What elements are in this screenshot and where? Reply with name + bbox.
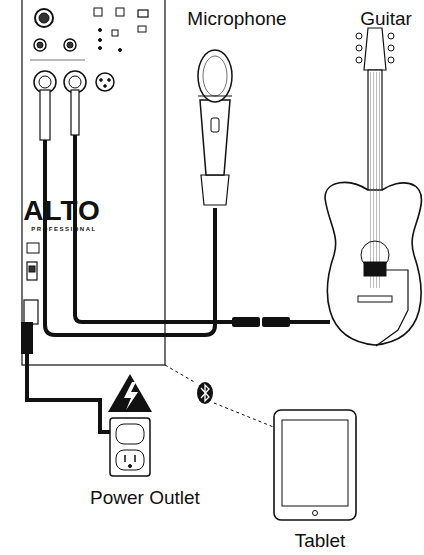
- device-label: Power Outlet: [90, 488, 200, 507]
- device-label: Guitar: [360, 9, 412, 28]
- tablet: [274, 410, 356, 520]
- device-label: Microphone: [187, 9, 286, 28]
- guitar: [318, 28, 421, 346]
- warning-symbol: [108, 374, 152, 412]
- bluetooth-link: [165, 365, 276, 428]
- brand-subtitle: PROFESSIONAL: [31, 226, 96, 232]
- power-cord: [21, 322, 120, 437]
- microphone: [198, 50, 232, 205]
- guitar-cable: [71, 90, 318, 327]
- device-label: Tablet: [295, 531, 346, 550]
- power-outlet: [110, 418, 150, 476]
- brand-logo: ALTO: [23, 197, 101, 225]
